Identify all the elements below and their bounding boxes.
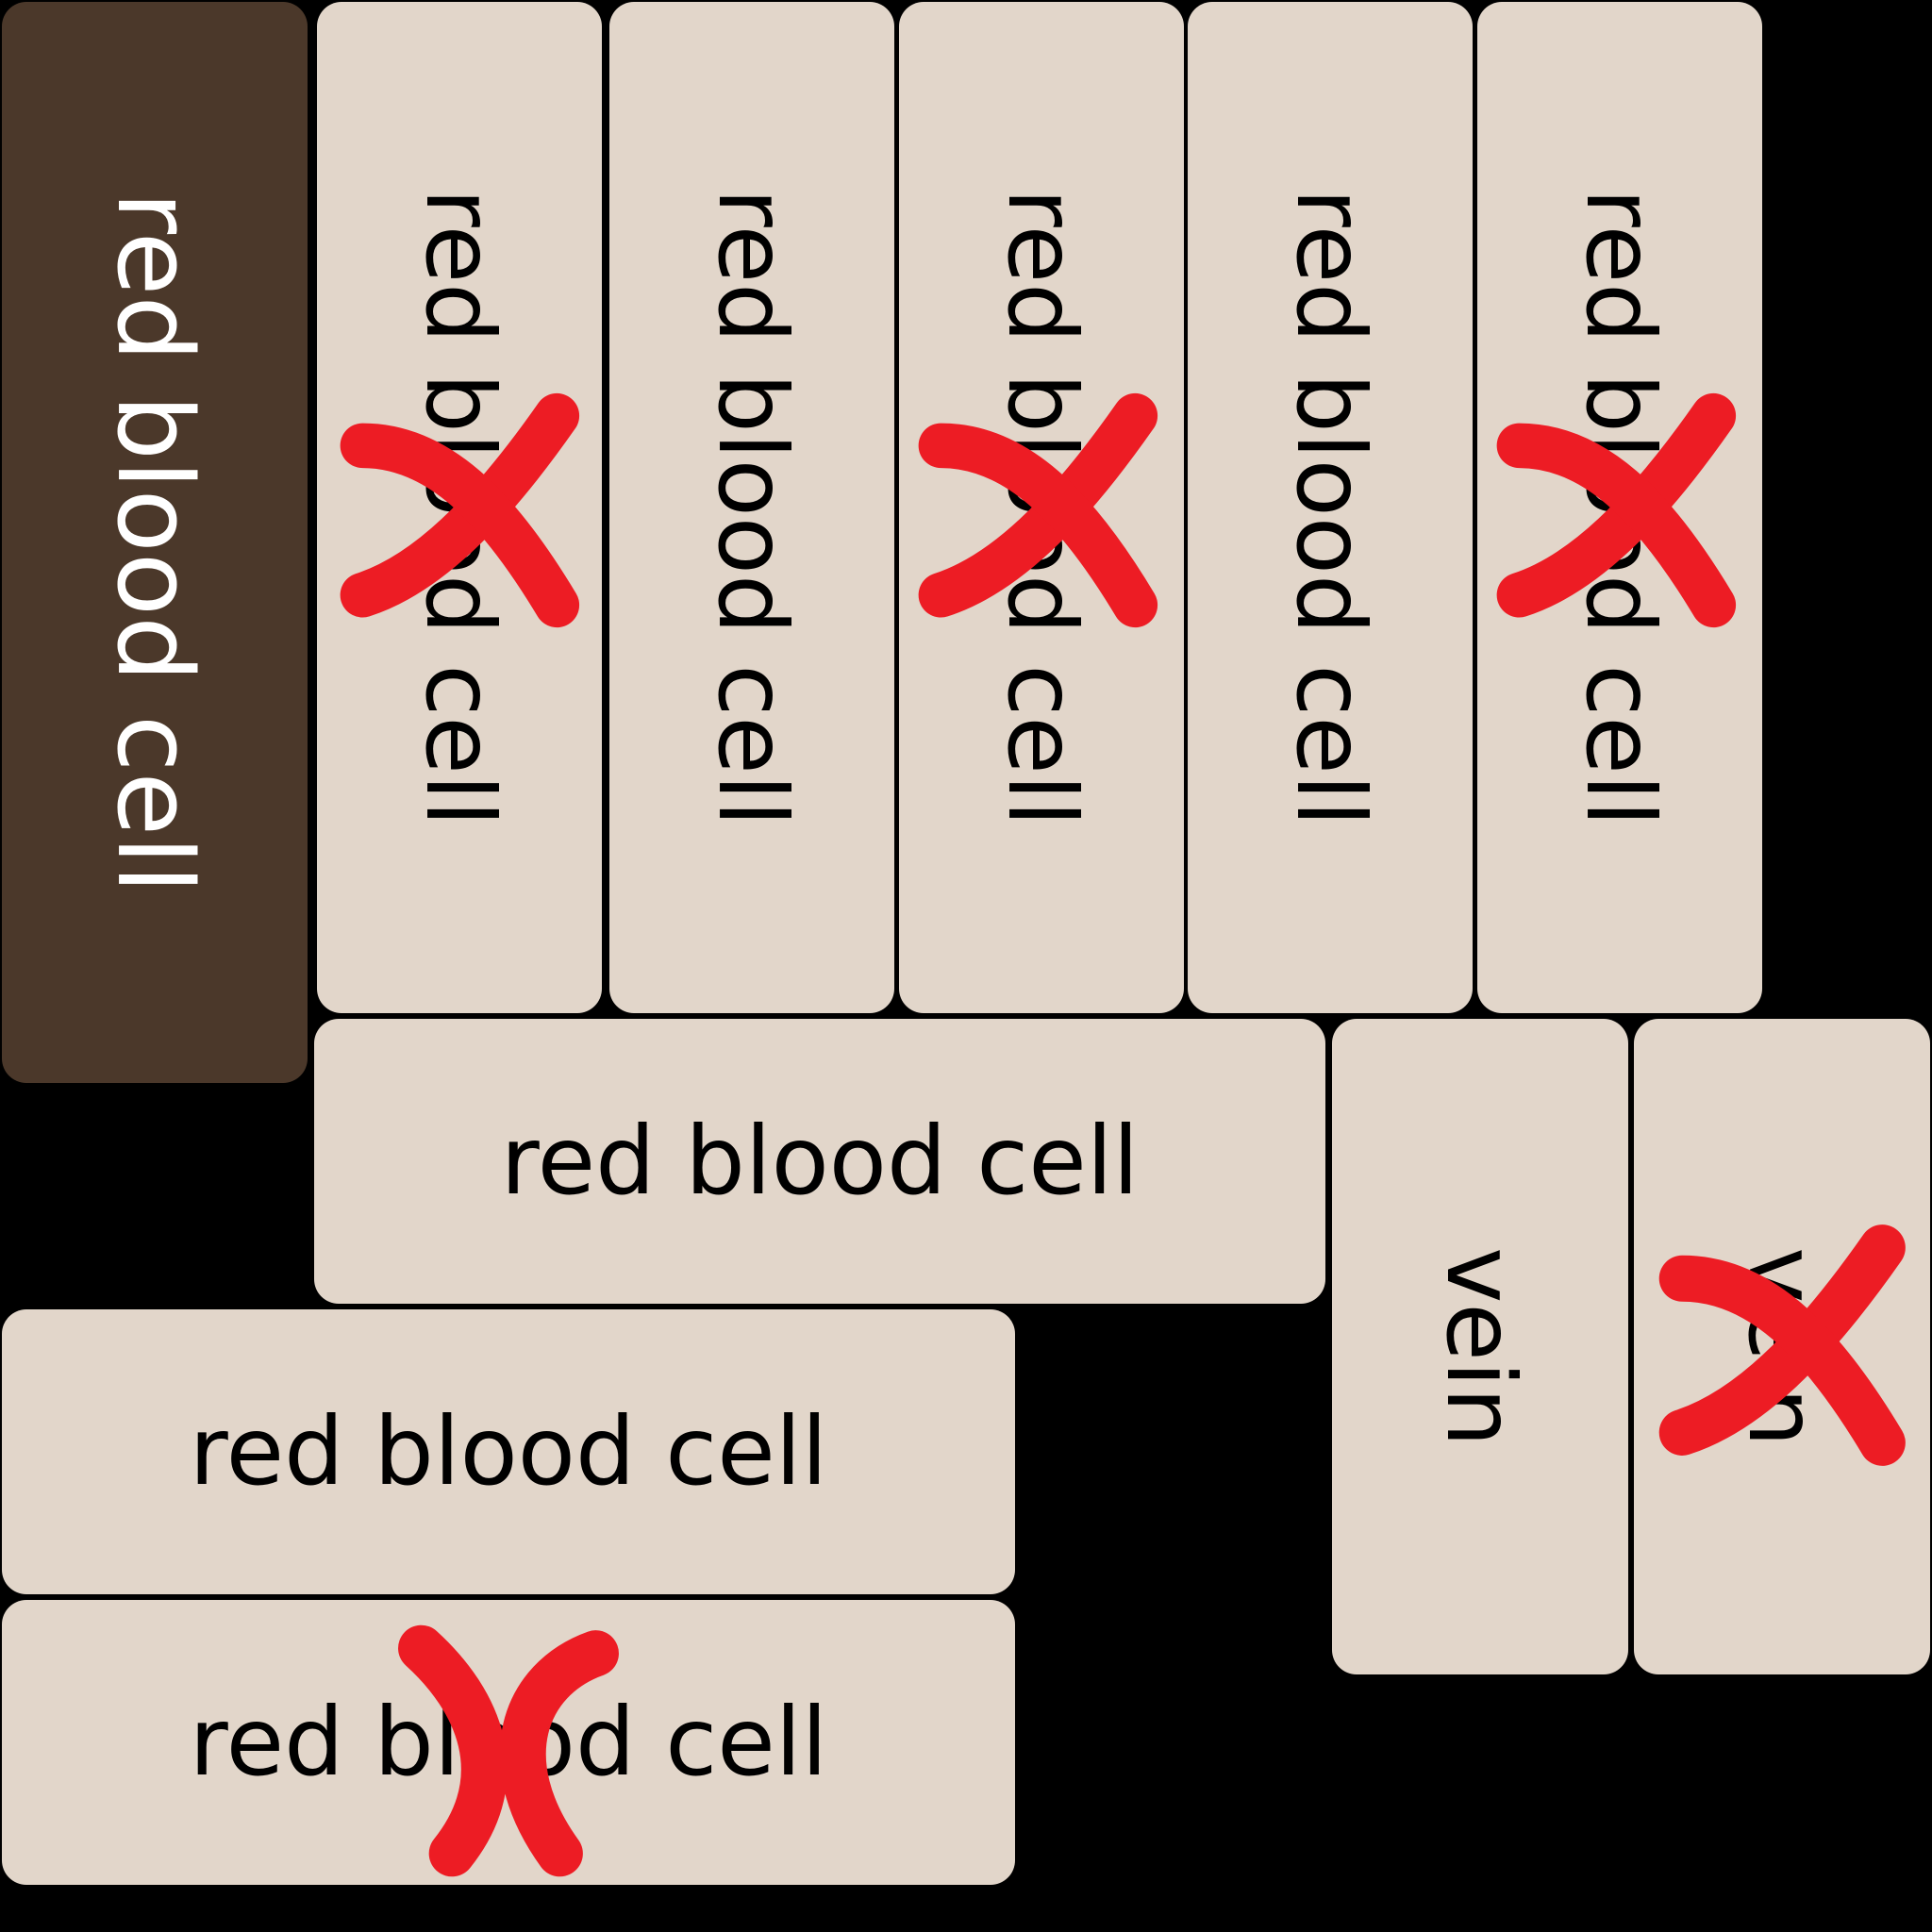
tile-label: vein: [1727, 1246, 1838, 1447]
tile-4[interactable]: red blood cell: [1188, 2, 1473, 1013]
tile-label: red blood cell: [189, 1396, 828, 1507]
tile-label: red blood cell: [1275, 188, 1386, 827]
tile-label: red blood cell: [1565, 188, 1675, 827]
tile-8[interactable]: vein: [1634, 1019, 1930, 1674]
tile-label: red blood cell: [189, 1687, 828, 1797]
tile-label: red blood cell: [987, 188, 1097, 827]
tile-7[interactable]: vein: [1332, 1019, 1628, 1674]
tile-6[interactable]: red blood cell: [314, 1019, 1325, 1304]
selected-tile[interactable]: red blood cell: [2, 2, 308, 1083]
selected-tile-label: red blood cell: [94, 191, 215, 894]
tile-3[interactable]: red blood cell: [899, 2, 1184, 1013]
tile-label: red blood cell: [405, 188, 515, 827]
tile-label: red blood cell: [697, 188, 808, 827]
tile-label: red blood cell: [500, 1106, 1140, 1216]
tile-10[interactable]: red blood cell: [2, 1600, 1015, 1885]
tile-2[interactable]: red blood cell: [609, 2, 894, 1013]
tile-label: vein: [1425, 1246, 1536, 1447]
tile-1[interactable]: red blood cell: [317, 2, 602, 1013]
tile-5[interactable]: red blood cell: [1477, 2, 1762, 1013]
tile-9[interactable]: red blood cell: [2, 1309, 1015, 1594]
